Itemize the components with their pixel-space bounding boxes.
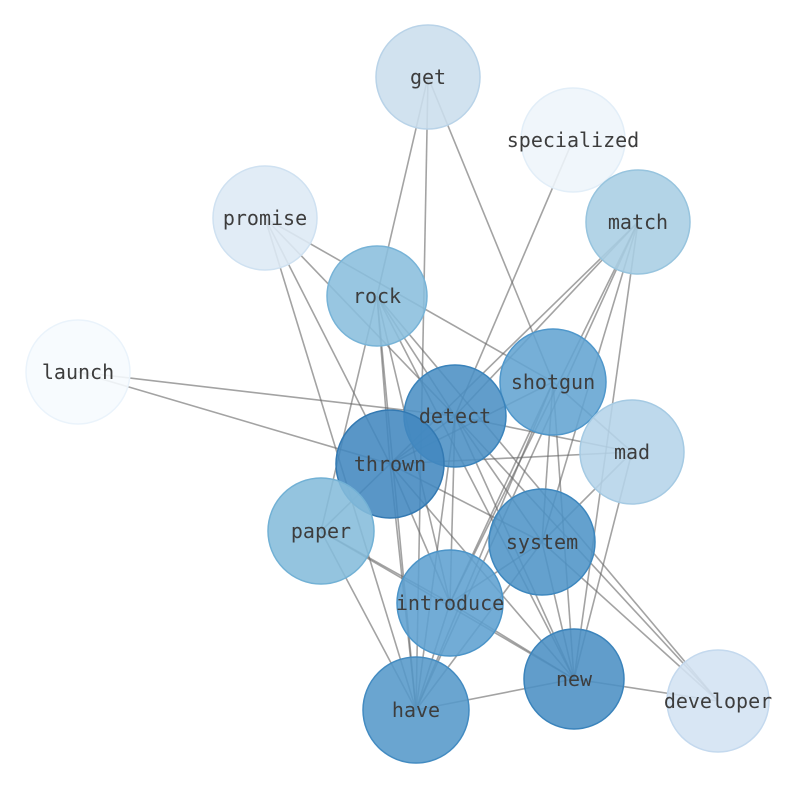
node-label-system: system	[506, 530, 578, 554]
node-new	[523, 628, 625, 730]
node-label-thrown: thrown	[354, 452, 426, 476]
label-layer: get specialized promise match rock launch shot…	[42, 65, 772, 722]
node-label-match: match	[608, 210, 668, 234]
edge-launch-detect	[77, 371, 456, 417]
node-rock	[326, 245, 428, 347]
node-match	[585, 169, 691, 275]
node-layer	[25, 24, 770, 764]
node-thrown	[335, 409, 445, 519]
node-label-rock: rock	[353, 284, 401, 308]
edge-get-shotgun	[427, 76, 554, 383]
node-label-get: get	[410, 65, 446, 89]
node-label-introduce: introduce	[396, 591, 504, 615]
node-label-launch: launch	[42, 360, 114, 384]
node-shotgun	[499, 328, 607, 436]
node-label-promise: promise	[223, 206, 307, 230]
node-label-paper: paper	[291, 519, 351, 543]
node-promise	[212, 165, 318, 271]
node-specialized	[520, 87, 626, 193]
node-label-detect: detect	[419, 404, 491, 428]
node-have	[362, 656, 470, 764]
node-paper	[267, 477, 375, 585]
node-label-new: new	[556, 667, 593, 691]
node-label-shotgun: shotgun	[511, 370, 595, 394]
node-developer	[666, 649, 770, 753]
node-label-developer: developer	[664, 689, 772, 713]
node-label-specialized: specialized	[507, 128, 639, 152]
edge-rock-new	[376, 295, 575, 680]
node-launch	[25, 319, 131, 425]
node-label-have: have	[392, 698, 440, 722]
node-introduce	[396, 549, 504, 657]
node-mad	[579, 399, 685, 505]
node-label-mad: mad	[614, 440, 650, 464]
node-system	[488, 488, 596, 596]
node-get	[375, 24, 481, 130]
